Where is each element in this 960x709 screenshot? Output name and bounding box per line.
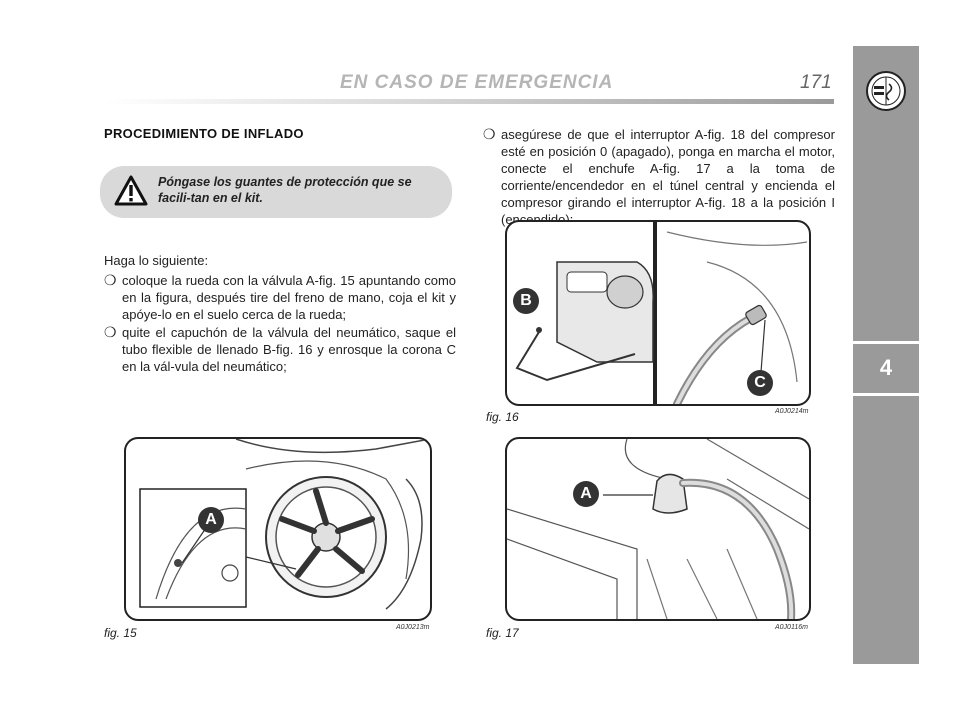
bullet-circle-icon: ❍ xyxy=(104,272,117,288)
compressor-hose-illustration xyxy=(515,222,808,404)
figure-16-code: A0J0214m xyxy=(775,408,809,415)
section-heading: PROCEDIMIENTO DE INFLADO xyxy=(104,126,304,141)
callout-c: C xyxy=(747,370,773,396)
figure-15: A xyxy=(124,437,432,621)
chapter-number: 4 xyxy=(879,355,893,380)
figure-16-label: fig. 16 xyxy=(486,410,519,424)
intro-text: Haga lo siguiente: xyxy=(104,253,209,268)
chapter-side-tab xyxy=(853,46,919,664)
list-item-text: asegúrese de que el interruptor A-fig. 1… xyxy=(501,127,835,227)
figure-16: B C xyxy=(505,220,811,406)
brand-emblem-icon xyxy=(866,71,906,111)
figure-15-code: A0J0213m xyxy=(396,624,430,631)
wheel-valve-illustration xyxy=(139,439,430,610)
callout-b: B xyxy=(513,288,539,314)
warning-box: Póngase los guantes de protección que se… xyxy=(100,166,452,218)
tab-divider xyxy=(853,393,919,396)
figure-17-label: fig. 17 xyxy=(486,626,519,640)
header-rule xyxy=(104,99,834,104)
page-number: 171 xyxy=(800,72,832,93)
callout-a: A xyxy=(198,507,224,533)
list-item: ❍ asegúrese de que el interruptor A-fig.… xyxy=(483,126,835,227)
list-item-text: coloque la rueda con la válvula A-fig. 1… xyxy=(122,273,456,322)
figure-15-label: fig. 15 xyxy=(104,626,137,640)
list-item: ❍ coloque la rueda con la válvula A-fig.… xyxy=(104,272,456,324)
figure-17: A xyxy=(505,437,811,621)
bullet-circle-icon: ❍ xyxy=(483,126,496,142)
callout-a: A xyxy=(573,481,599,507)
list-item: ❍ quite el capuchón de la válvula del ne… xyxy=(104,324,456,376)
warning-triangle-icon xyxy=(114,175,148,206)
warning-text: Póngase los guantes de protección que se… xyxy=(158,175,412,205)
figure-17-code: A0J0116m xyxy=(775,624,808,631)
list-item-text: quite el capuchón de la válvula del neum… xyxy=(122,325,456,374)
bullet-circle-icon: ❍ xyxy=(104,324,117,340)
tab-divider xyxy=(853,341,919,344)
power-socket-plug-illustration xyxy=(507,439,809,619)
running-header-title: EN CASO DE EMERGENCIA xyxy=(340,72,614,93)
